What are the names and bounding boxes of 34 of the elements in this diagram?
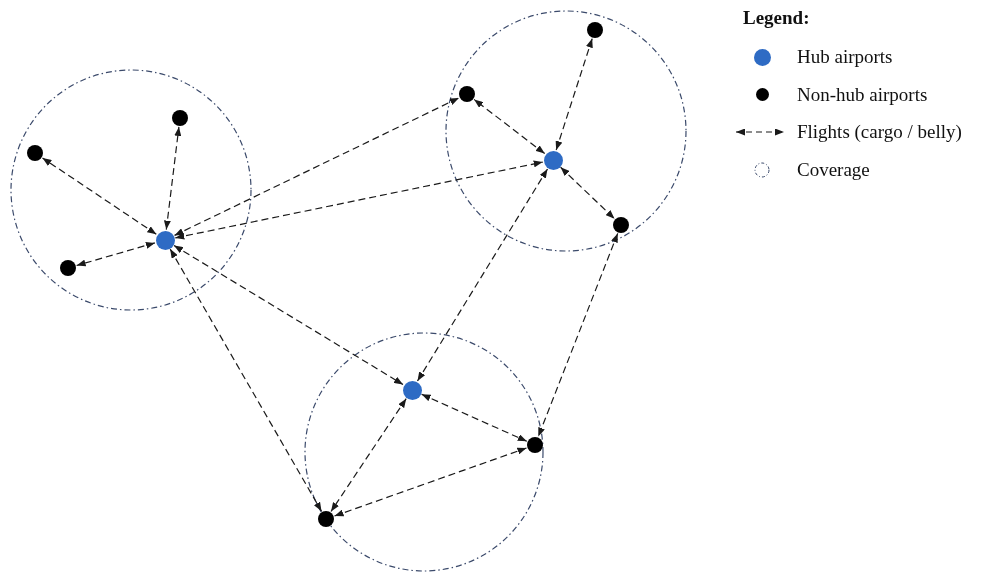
flight-arrow	[41, 157, 157, 235]
hub-airport-dot	[543, 150, 563, 170]
flight-arrow	[560, 166, 616, 220]
coverage-circle	[10, 69, 252, 311]
airport-dot	[459, 86, 475, 102]
airport-dot	[318, 511, 334, 527]
airport-dot	[172, 110, 188, 126]
flight-arrow	[421, 393, 528, 442]
coverage-circle	[304, 332, 544, 572]
flight-arrow	[333, 447, 528, 517]
coverage-circle	[445, 10, 687, 252]
flight-arrow	[537, 232, 619, 438]
legend-label: Non-hub airports	[797, 83, 928, 106]
flight-arrow	[173, 244, 404, 386]
flight-arrow	[76, 242, 156, 267]
flight-arrow	[173, 97, 460, 236]
legend-heading: Legend:	[743, 7, 810, 29]
hub-airport-dot	[402, 380, 422, 400]
flight-arrow	[473, 98, 546, 155]
airport-dot	[60, 260, 76, 276]
airport-dot	[613, 217, 629, 233]
legend-label: Flights (cargo / belly)	[797, 121, 962, 143]
flight-arrow	[174, 160, 544, 240]
flight-arrow	[416, 168, 549, 382]
airport-dot	[527, 437, 543, 453]
flight-arrow	[163, 126, 182, 231]
legend-label: Hub airports	[797, 46, 893, 68]
airport-dot	[27, 145, 43, 161]
hub-airport-dot	[155, 230, 175, 250]
flight-arrow	[555, 38, 593, 151]
flight-arrow	[169, 248, 323, 512]
airport-dot	[587, 22, 603, 38]
flight-arrow	[330, 398, 407, 513]
legend-label: Coverage	[797, 158, 870, 181]
